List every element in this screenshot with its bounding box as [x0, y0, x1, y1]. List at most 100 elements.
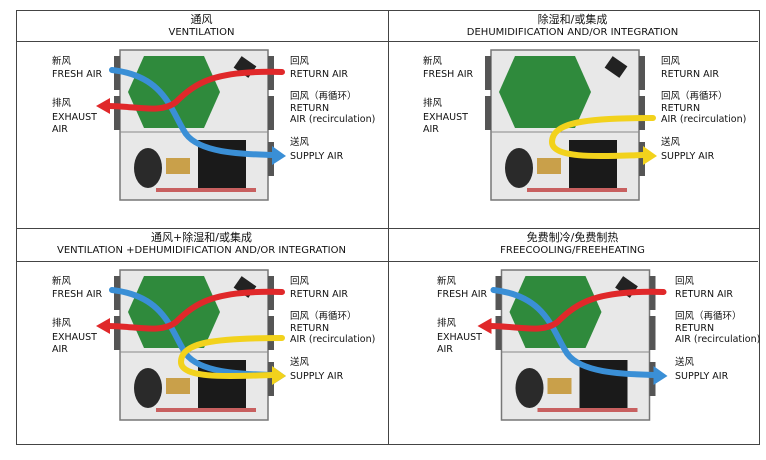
blue-airflow-arrow: [490, 287, 657, 378]
duct-right: [639, 142, 645, 176]
red-arrowhead: [96, 98, 110, 114]
exhaust-air-label: EXHAUST: [52, 112, 97, 123]
fresh-air-label: FRESH AIR: [52, 69, 103, 80]
supply-air-label-cn: 送风: [290, 137, 310, 148]
exhaust-air-label: AIR: [423, 124, 439, 135]
exhaust-air-label: AIR: [52, 124, 68, 135]
recirc-air-label: AIR (recirculation): [290, 114, 376, 125]
yellow-arrowhead: [643, 146, 657, 165]
valve: [547, 378, 572, 394]
return-air-label-cn: 回风: [290, 276, 310, 287]
return-air-label: RETURN AIR: [290, 289, 348, 300]
supply-air-label: SUPPLY AIR: [661, 151, 715, 162]
duct-right: [268, 96, 274, 130]
fresh-air-label-cn: 新风: [52, 56, 72, 67]
duct-left: [114, 316, 120, 350]
pipe: [156, 188, 256, 192]
valve: [166, 378, 190, 394]
recirc-air-label-cn: 回风（再循环）: [675, 311, 742, 322]
exhaust-air-label-cn: 排风: [52, 98, 72, 109]
return-air-label-cn: 回风: [661, 56, 681, 67]
title-cn: 通风: [190, 13, 213, 26]
fan: [604, 56, 628, 78]
heat-exchanger: [499, 56, 591, 128]
fresh-air-label-cn: 新风: [52, 276, 72, 287]
compressor: [134, 148, 162, 188]
blue-airflow-arrow: [109, 67, 275, 158]
pipe: [156, 408, 256, 412]
duct-right: [268, 316, 274, 350]
supply-air-label-cn: 送风: [675, 357, 695, 368]
compressor: [505, 148, 533, 188]
exhaust-air-label-cn: 排风: [437, 318, 457, 329]
yellow-airflow-arrow: [548, 115, 656, 160]
title-en: FREECOOLING/FREEHEATING: [500, 245, 645, 256]
recirc-air-label-cn: 回风（再循环）: [290, 91, 357, 102]
title-cn: 除湿和/或集成: [537, 13, 608, 26]
recirc-air-label-cn: 回风（再循环）: [661, 91, 728, 102]
red-airflow-arrow: [486, 288, 667, 332]
valve: [537, 158, 561, 174]
title-en: VENTILATION +DEHUMIDIFICATION AND/OR INT…: [57, 245, 346, 256]
supply-air-label-cn: 送风: [290, 357, 310, 368]
recirc-air-label: AIR (recirculation): [290, 334, 376, 345]
exhaust-air-label: EXHAUST: [437, 332, 482, 343]
recirc-air-label: AIR (recirculation): [675, 334, 761, 345]
duct-right: [649, 316, 656, 350]
duct-right: [639, 56, 645, 90]
supply-air-label: SUPPLY AIR: [290, 371, 344, 382]
supply-air-label: SUPPLY AIR: [675, 371, 729, 382]
fresh-air-label: FRESH AIR: [52, 289, 103, 300]
blue-arrowhead: [272, 146, 286, 165]
fresh-air-label-cn: 新风: [423, 56, 443, 67]
return-air-label: RETURN AIR: [675, 289, 733, 300]
supply-air-label: SUPPLY AIR: [290, 151, 344, 162]
duct-right: [268, 362, 274, 396]
duct-right: [268, 142, 274, 176]
yellow-arrowhead: [272, 366, 286, 385]
duct-right: [649, 362, 656, 396]
recirc-air-label: RETURN: [675, 323, 715, 334]
exhaust-air-label: EXHAUST: [423, 112, 468, 123]
title-en: DEHUMIDIFICATION AND/OR INTEGRATION: [466, 27, 679, 38]
recirc-air-label: RETURN: [290, 323, 330, 334]
exhaust-air-label: EXHAUST: [52, 332, 97, 343]
duct-left: [485, 56, 491, 90]
compressor: [134, 368, 162, 408]
exhaust-air-label: AIR: [437, 344, 453, 355]
return-air-label-cn: 回风: [675, 276, 695, 287]
coil: [569, 140, 617, 192]
red-arrowhead: [477, 318, 492, 334]
divider: [17, 228, 759, 229]
recirc-air-label: AIR (recirculation): [661, 114, 747, 125]
red-arrowhead: [96, 318, 110, 334]
recirc-air-label: RETURN: [661, 103, 701, 114]
title-cn: 通风+除湿和/或集成: [151, 231, 252, 244]
recirc-air-label: RETURN: [290, 103, 330, 114]
red-airflow-arrow: [105, 288, 285, 332]
exhaust-air-label-cn: 排风: [423, 98, 443, 109]
fresh-air-label: FRESH AIR: [423, 69, 474, 80]
valve: [166, 158, 190, 174]
unit-diagram: [477, 269, 668, 421]
recirc-air-label-cn: 回风（再循环）: [290, 311, 357, 322]
duct-right: [639, 96, 645, 130]
fresh-air-label-cn: 新风: [437, 276, 457, 287]
pipe: [527, 188, 627, 192]
return-air-label-cn: 回风: [290, 56, 310, 67]
blue-arrowhead: [653, 366, 668, 385]
exhaust-air-label-cn: 排风: [52, 318, 72, 329]
fresh-air-label: FRESH AIR: [437, 289, 488, 300]
supply-air-label-cn: 送风: [661, 137, 681, 148]
divider: [388, 11, 389, 444]
title-cn: 免费制冷/免费制热: [526, 231, 619, 244]
exhaust-air-label: AIR: [52, 344, 68, 355]
pipe: [537, 408, 638, 412]
